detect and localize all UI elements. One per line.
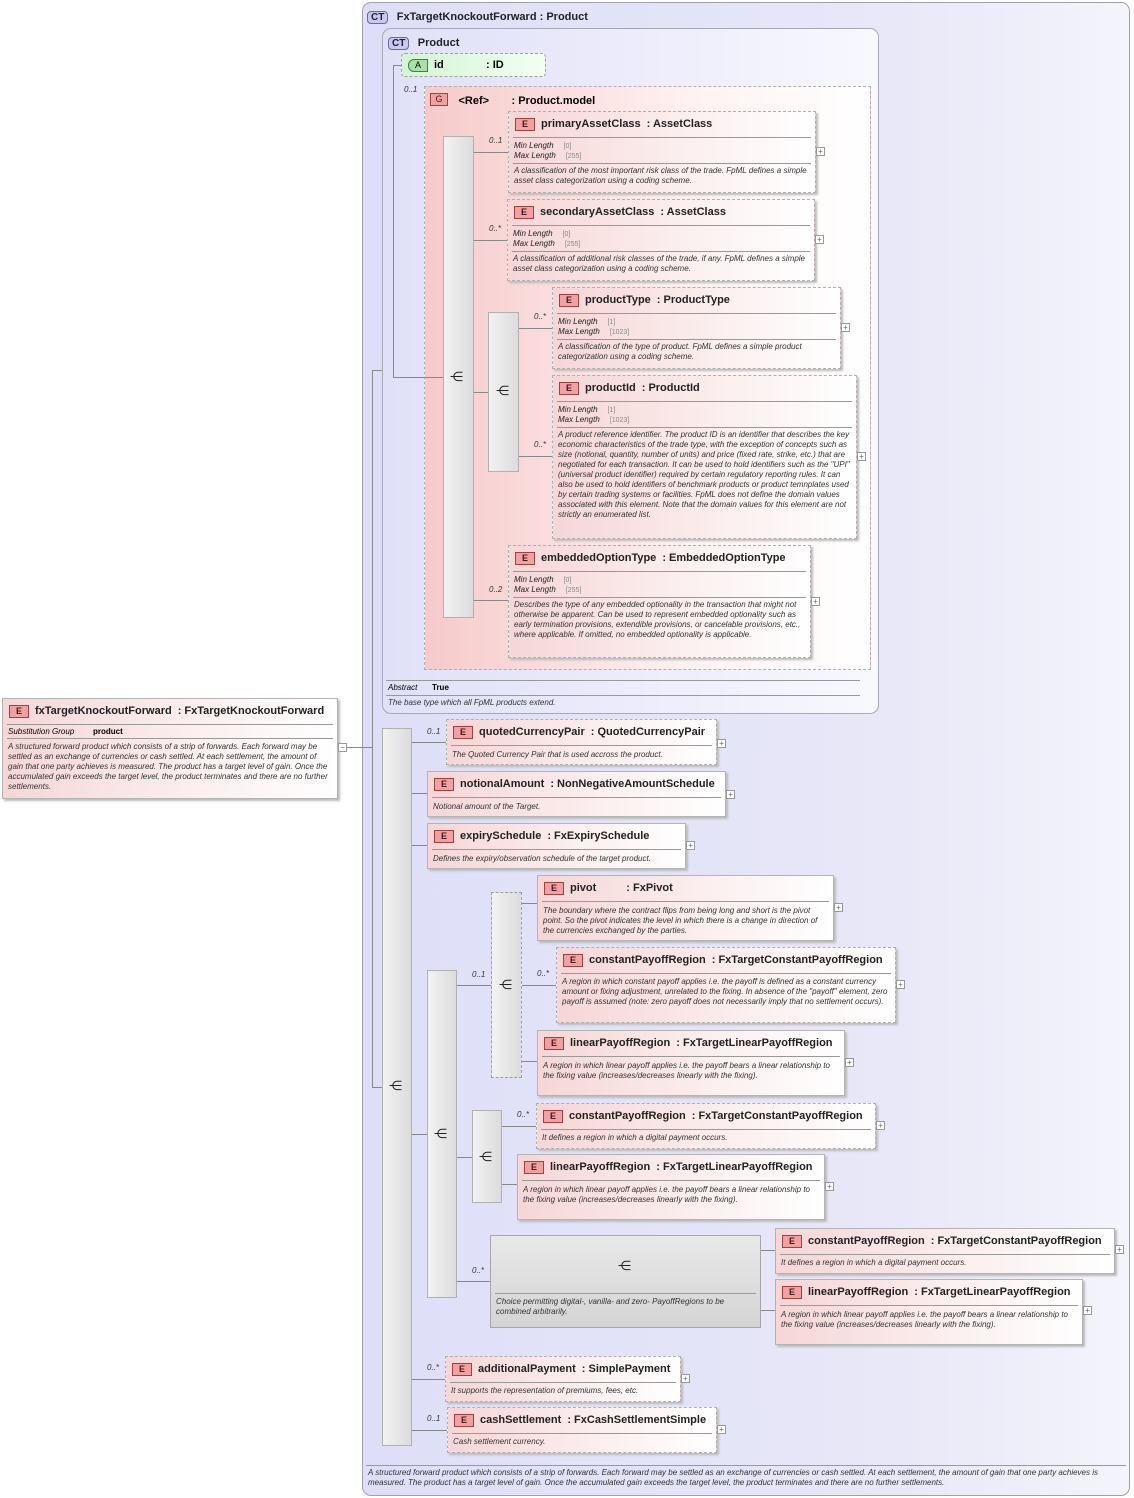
expand-button[interactable]: + (841, 323, 850, 332)
sequence-icon: ⋲ (389, 1078, 402, 1093)
expand-button[interactable]: + (857, 452, 866, 461)
expand-button[interactable]: + (726, 790, 735, 799)
abstract-value: True (432, 683, 449, 692)
element-type: : AssetClass (646, 118, 713, 130)
cardinality: 0..1 (472, 970, 486, 979)
expand-button[interactable]: + (717, 739, 726, 748)
sequence-compositor[interactable] (472, 1110, 502, 1203)
expand-button[interactable]: + (834, 903, 843, 912)
sequence-compositor-main[interactable] (382, 728, 412, 1446)
collapse-button[interactable]: − (338, 743, 347, 752)
sequence-compositor[interactable] (488, 312, 519, 472)
attribute-id[interactable]: A id : ID (401, 53, 546, 77)
root-description: A structured forward product which consi… (8, 742, 328, 791)
cardinality: 0..2 (489, 585, 503, 594)
sequence-icon: ⋲ (496, 383, 509, 398)
sequence-icon: ⋲ (499, 977, 512, 992)
product-title: Product (417, 37, 460, 49)
ct-badge: CT (367, 11, 389, 24)
choice-icon: ⋲ (618, 1258, 631, 1273)
cardinality: 0..* (427, 1363, 440, 1372)
expand-button[interactable]: + (681, 1374, 690, 1383)
expand-button[interactable]: + (896, 980, 905, 989)
cardinality: 0..* (534, 440, 547, 449)
attribute-type: : ID (486, 59, 504, 71)
outer-header: CT FxTargetKnockoutForward : Product (367, 7, 588, 25)
group-header[interactable]: G <Ref> : Product.model (430, 91, 595, 109)
outer-description: A structured forward product which consi… (368, 1468, 1098, 1487)
group-ref: <Ref> (458, 95, 490, 107)
ct-badge: CT (388, 37, 410, 50)
expand-button[interactable]: + (811, 597, 820, 606)
expand-button[interactable]: + (816, 147, 825, 156)
element-description: A classification of the most important r… (514, 166, 807, 185)
sequence-icon: ⋲ (450, 369, 463, 384)
cardinality: 0..* (537, 969, 550, 978)
cardinality: 0..* (472, 1266, 485, 1275)
cardinality: 0..1 (489, 136, 503, 145)
abstract-label: Abstract (388, 683, 418, 692)
cardinality: 0..1 (427, 727, 441, 736)
outer-title: FxTargetKnockoutForward : Product (396, 11, 588, 23)
product-header: CT Product (388, 33, 459, 51)
attribute-name: id (434, 59, 444, 71)
sequence-icon: ⋲ (434, 1126, 447, 1141)
sequence-icon: ⋲ (479, 1149, 492, 1164)
group-badge: G (430, 93, 448, 107)
sequence-compositor[interactable] (427, 970, 457, 1298)
expand-button[interactable]: + (845, 1058, 854, 1067)
expand-button[interactable]: + (825, 1182, 834, 1191)
cardinality: 0..* (489, 224, 502, 233)
cardinality: 0..* (517, 1110, 530, 1119)
group-type: : Product.model (511, 95, 596, 107)
expand-button[interactable]: + (1115, 1245, 1124, 1254)
expand-button[interactable]: + (876, 1121, 885, 1130)
root-type: : FxTargetKnockoutForward (177, 705, 325, 717)
cardinality: 0..1 (427, 1414, 441, 1423)
sequence-compositor-optional[interactable] (491, 892, 522, 1078)
expand-button[interactable]: + (686, 841, 695, 850)
divider (386, 695, 860, 696)
expand-button[interactable]: + (815, 235, 824, 244)
cardinality: 0..1 (404, 85, 418, 94)
element-name: primaryAssetClass (541, 118, 641, 130)
expand-button[interactable]: + (1083, 1306, 1092, 1315)
product-description: The base type which all FpML products ex… (388, 698, 556, 707)
cardinality: 0..* (534, 312, 547, 321)
choice-description: Choice permitting digital-, vanilla- and… (496, 1297, 725, 1316)
choice-compositor[interactable]: ⋲ Choice permitting digital-, vanilla- a… (490, 1235, 761, 1328)
divider (366, 1465, 1126, 1466)
divider (386, 680, 860, 681)
expand-button[interactable]: + (717, 1425, 726, 1434)
root-name: fxTargetKnockoutForward (35, 705, 172, 717)
sequence-compositor[interactable] (443, 136, 474, 618)
attribute-badge: A (408, 59, 428, 72)
